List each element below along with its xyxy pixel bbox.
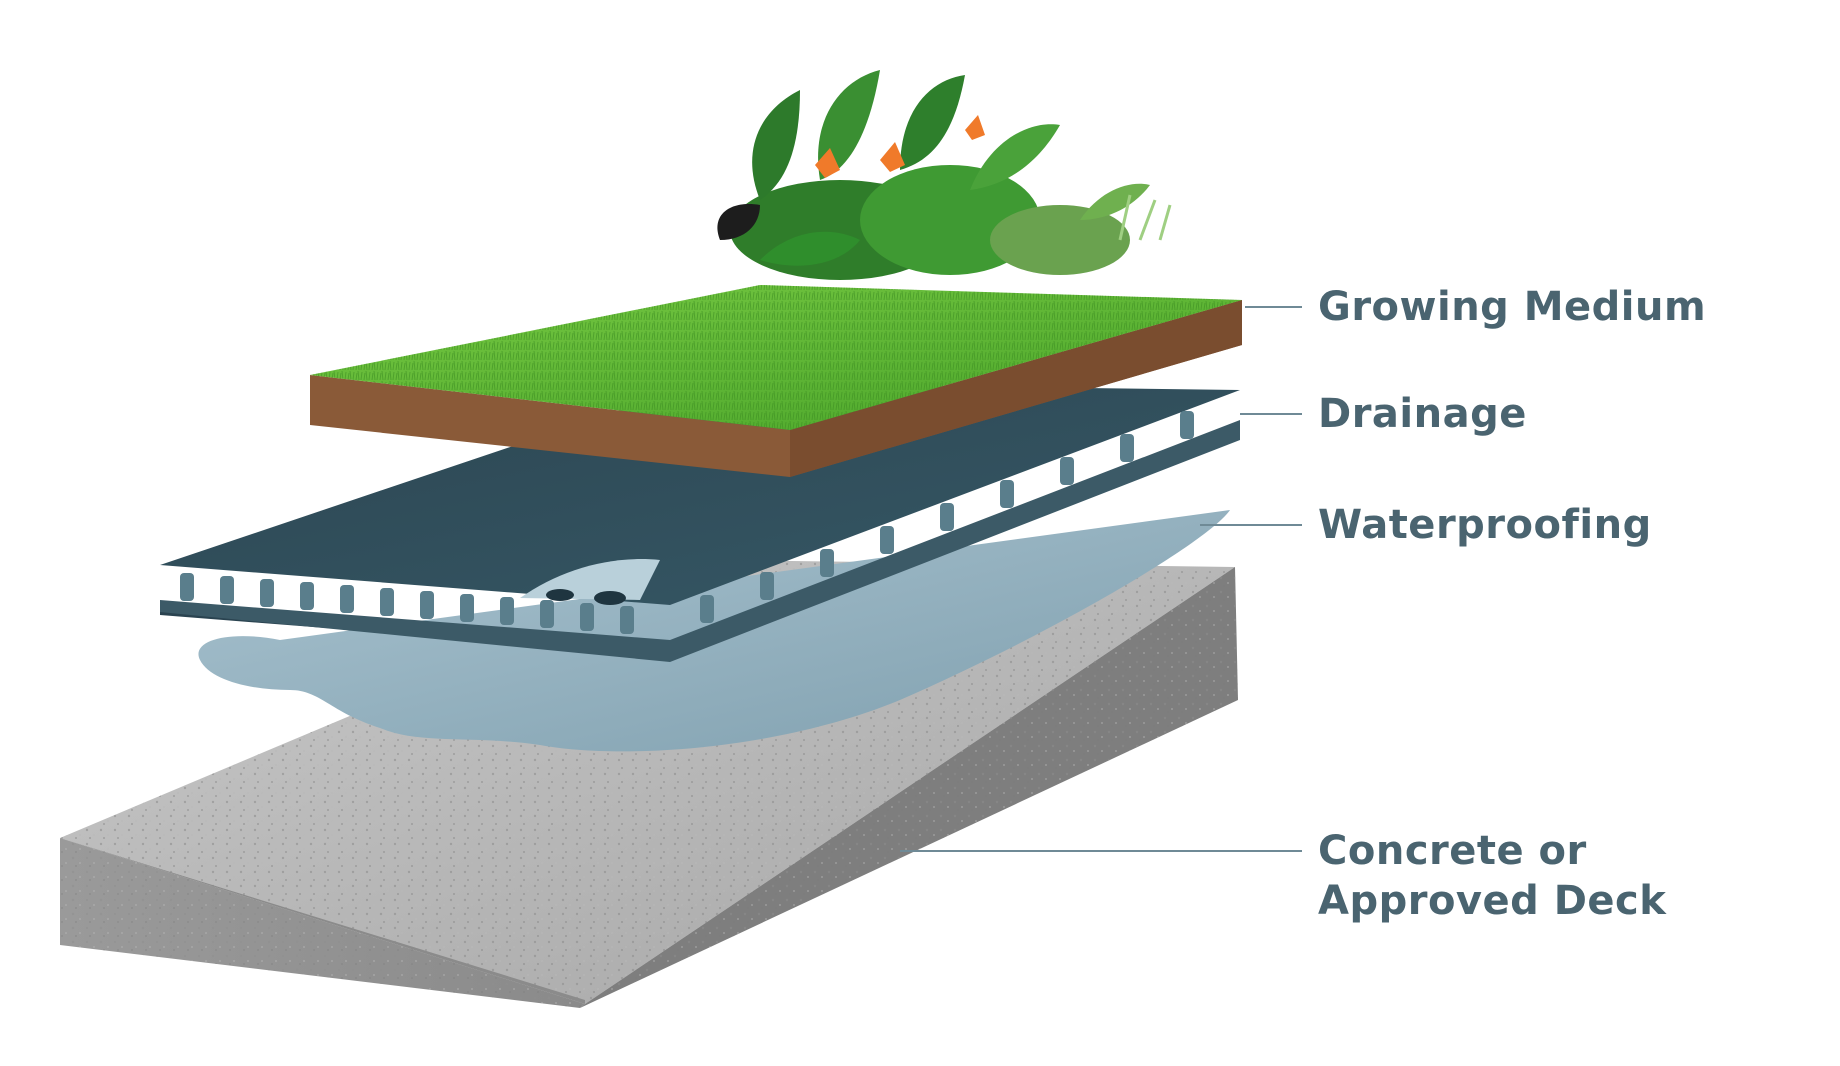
plants-illustration bbox=[717, 70, 1172, 280]
leader-lines bbox=[900, 306, 1302, 852]
drainage-layer bbox=[160, 383, 1240, 662]
label-deck-line1: Concrete or bbox=[1318, 828, 1587, 874]
label-deck-line2: Approved Deck bbox=[1318, 878, 1667, 924]
label-drainage: Drainage bbox=[1318, 391, 1527, 437]
growing-medium-layer bbox=[310, 285, 1242, 477]
label-growing-medium: Growing Medium bbox=[1318, 284, 1707, 330]
label-waterproofing: Waterproofing bbox=[1318, 502, 1652, 548]
